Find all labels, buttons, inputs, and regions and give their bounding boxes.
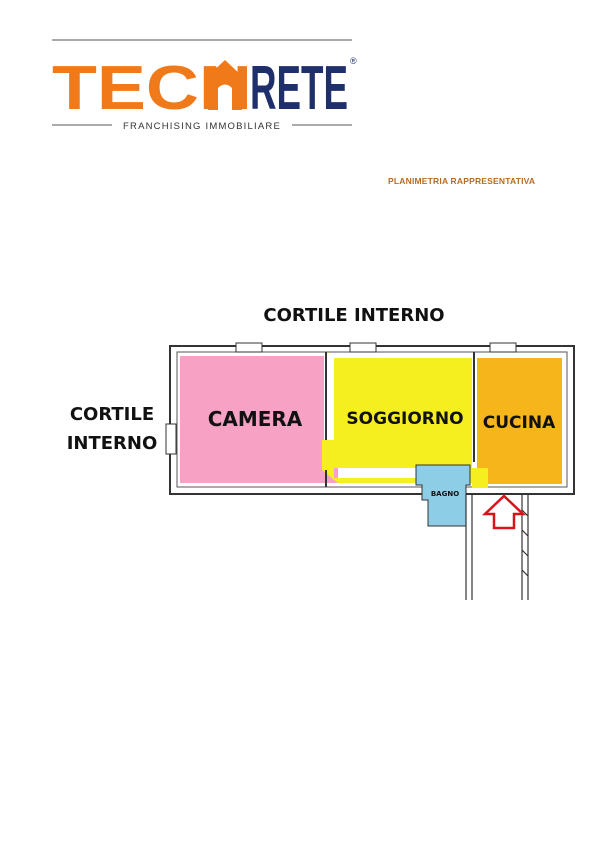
plan-heading: PLANIMETRIA RAPPRESENTATIVA (388, 176, 536, 186)
room-label-soggiorno: SOGGIORNO (346, 409, 463, 429)
room-camera (180, 356, 324, 483)
logo-text-navy: RETE (250, 54, 348, 123)
logo-house-icon (208, 60, 242, 110)
tecnorete-logo: TECN RETE ® FRANCHISING IMMOBILIARE (52, 39, 357, 132)
hall-strip (472, 468, 488, 488)
courtyard-left-label-line1: CORTILE (70, 404, 154, 425)
logo-tagline: FRANCHISING IMMOBILIARE (123, 121, 281, 132)
arrow-up-icon (481, 494, 527, 530)
room-label-cucina: CUCINA (483, 413, 556, 433)
room-bagno (415, 464, 471, 527)
logo-registered-mark: ® (350, 56, 357, 66)
internal-walls (325, 352, 475, 487)
floor-plan: CORTILE INTERNO CORTILE INTERNO CAMERA S… (67, 305, 575, 600)
entrance-corridor (465, 494, 529, 600)
window-marks (165, 342, 517, 455)
room-soggiorno (334, 358, 472, 468)
courtyard-top-label: CORTILE INTERNO (263, 305, 444, 326)
courtyard-left-label-line2: INTERNO (67, 433, 158, 454)
room-label-camera: CAMERA (208, 407, 303, 431)
room-label-bagno: BAGNO (431, 490, 459, 498)
room-cucina (477, 358, 562, 484)
